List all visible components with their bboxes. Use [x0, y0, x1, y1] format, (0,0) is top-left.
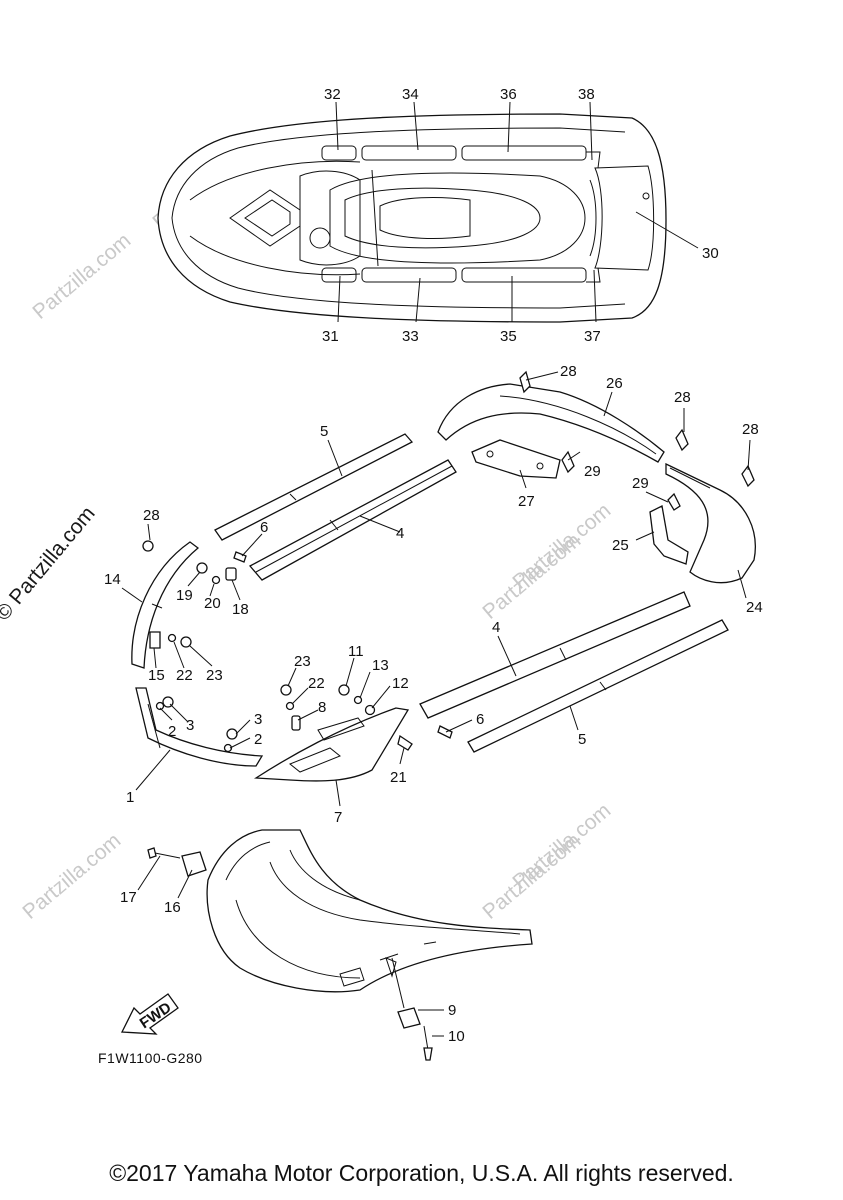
copyright-notice: ©2017 Yamaha Motor Corporation, U.S.A. A…: [109, 1160, 734, 1186]
callout-8: 8: [318, 699, 326, 716]
callout-1: 1: [126, 789, 134, 806]
callout-21: 21: [390, 769, 407, 786]
callout-34: 34: [402, 86, 419, 103]
watermark: Partzilla.com: [508, 799, 615, 894]
callout-35: 35: [500, 328, 517, 345]
callout-38: 38: [578, 86, 595, 103]
callout-4: 4: [396, 525, 404, 542]
callout-23: 23: [206, 667, 223, 684]
callout-31: 31: [322, 328, 339, 345]
callout-15: 15: [148, 667, 165, 684]
figure-code: F1W1100-G280: [98, 1050, 203, 1066]
callout-7: 7: [334, 809, 342, 826]
callout-22: 22: [176, 667, 193, 684]
callout-6: 6: [260, 519, 268, 536]
hull-front-detail: [147, 829, 533, 1061]
callout-numbers: 32 34 36 38 30 31 33 35 37 28 26 28 28 5…: [104, 86, 763, 1045]
callout-24: 24: [746, 599, 763, 616]
callout-2: 2: [168, 723, 176, 740]
watermark: Partzilla.com: [28, 229, 135, 324]
callout-30: 30: [702, 245, 719, 262]
callout-5: 5: [578, 731, 586, 748]
callout-26: 26: [606, 375, 623, 392]
callout-17: 17: [120, 889, 137, 906]
callout-3: 3: [186, 717, 194, 734]
top-view-leaders: [335, 101, 699, 323]
callout-6: 6: [476, 711, 484, 728]
watermark: Partzilla.com: [18, 829, 125, 924]
callout-19: 19: [176, 587, 193, 604]
callout-16: 16: [164, 899, 181, 916]
callout-36: 36: [500, 86, 517, 103]
fasteners: [142, 370, 755, 753]
callout-20: 20: [204, 595, 221, 612]
callout-23: 23: [294, 653, 311, 670]
trim-parts: [131, 383, 756, 782]
callout-9: 9: [448, 1002, 456, 1019]
trim-leaders: [121, 371, 751, 807]
callout-29: 29: [584, 463, 601, 480]
callout-28: 28: [742, 421, 759, 438]
callout-29: 29: [632, 475, 649, 492]
callout-27: 27: [518, 493, 535, 510]
callout-28: 28: [560, 363, 577, 380]
callout-37: 37: [584, 328, 601, 345]
callout-18: 18: [232, 601, 249, 618]
callout-5: 5: [320, 423, 328, 440]
callout-10: 10: [448, 1028, 465, 1045]
watermark: Partzilla.com: [508, 499, 615, 594]
fwd-arrow: FWD: [120, 993, 179, 1035]
callout-28: 28: [674, 389, 691, 406]
callout-13: 13: [372, 657, 389, 674]
callout-22: 22: [308, 675, 325, 692]
watercraft-top-view: [157, 113, 667, 323]
callout-3: 3: [254, 711, 262, 728]
callout-28: 28: [143, 507, 160, 524]
callout-14: 14: [104, 571, 121, 588]
callout-11: 11: [348, 643, 364, 660]
callout-2: 2: [254, 731, 262, 748]
callout-25: 25: [612, 537, 629, 554]
hull-leaders: [137, 855, 444, 1037]
callout-32: 32: [324, 86, 341, 103]
callout-4: 4: [492, 619, 500, 636]
callout-12: 12: [392, 675, 409, 692]
callout-33: 33: [402, 328, 419, 345]
